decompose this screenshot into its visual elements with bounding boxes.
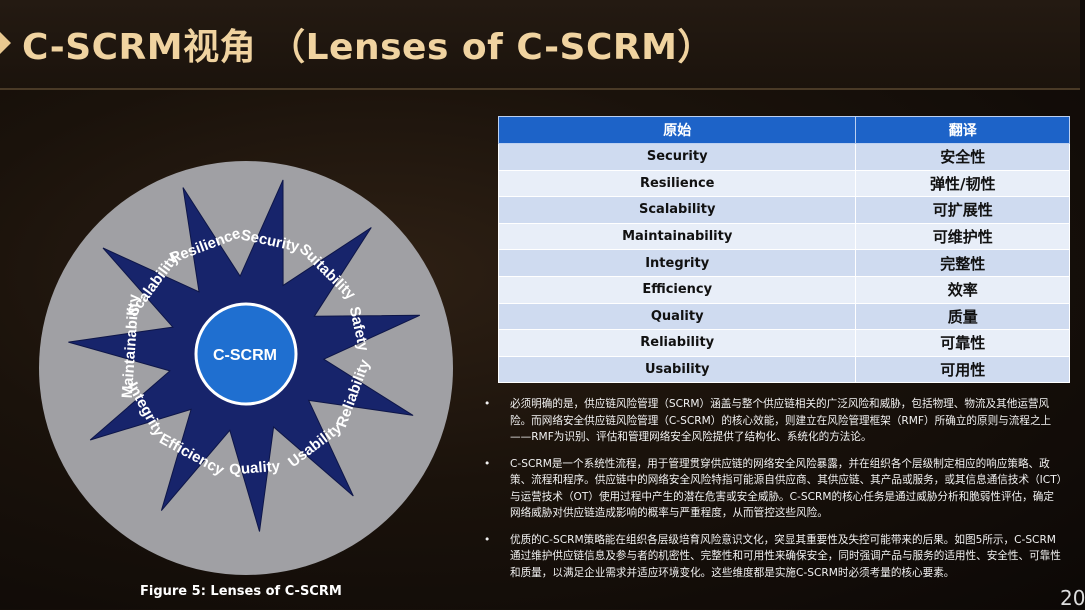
bullet-dot-icon: • xyxy=(484,457,491,470)
cell-original: Integrity xyxy=(497,249,857,277)
bullet-dot-icon: • xyxy=(484,398,491,410)
bullet-item: • 优质的C-SCRM策略能在组织各层级培育风险意识文化，突显其重要性及失控可能… xyxy=(482,532,1064,582)
bullet-text: C-SCRM是一个系统性流程，用于管理贯穿供应链的网络安全风险暴露，并在组织各个… xyxy=(510,457,1062,520)
page-number: 20 xyxy=(1060,586,1085,610)
page-title: C-SCRM视角 （Lenses of C-SCRM） xyxy=(22,27,714,68)
lens-label: Quality xyxy=(229,458,282,479)
cell-translation: 安全性 xyxy=(855,143,1070,171)
bullet-list: • 必须明确的是，供应链风险管理（SCRM）涵盖与整个供应链相关的广泛风险和威胁… xyxy=(482,396,1064,591)
title-divider xyxy=(0,88,1080,90)
cell-original: Resilience xyxy=(497,169,857,198)
cell-original: Maintainability xyxy=(497,222,857,251)
cell-translation: 完整性 xyxy=(855,249,1070,277)
cell-translation: 质量 xyxy=(855,302,1070,331)
center-label: C-SCRM xyxy=(213,347,277,364)
cell-original: Usability xyxy=(497,355,857,384)
header-original: 原始 xyxy=(497,116,857,144)
bullet-dot-icon: • xyxy=(484,533,491,546)
title-arrow-icon xyxy=(0,32,11,54)
cell-original: Efficiency xyxy=(497,275,857,304)
cell-original: Scalability xyxy=(497,196,857,224)
cell-original: Security xyxy=(497,143,857,171)
title-bar xyxy=(0,0,1080,88)
bullet-text: 优质的C-SCRM策略能在组织各层级培育风险意识文化，突显其重要性及失控可能带来… xyxy=(510,533,1061,579)
cell-original: Quality xyxy=(497,302,857,331)
bullet-item: • C-SCRM是一个系统性流程，用于管理贯穿供应链的网络安全风险暴露，并在组织… xyxy=(482,456,1064,522)
center-circle xyxy=(194,302,298,406)
cell-translation: 可用性 xyxy=(855,355,1070,384)
cell-translation: 效率 xyxy=(855,275,1070,304)
figure-caption: Figure 5: Lenses of C-SCRM xyxy=(140,584,342,599)
cell-translation: 可扩展性 xyxy=(855,196,1070,224)
bullet-item: • 必须明确的是，供应链风险管理（SCRM）涵盖与整个供应链相关的广泛风险和威胁… xyxy=(482,396,1064,446)
header-translation: 翻译 xyxy=(855,116,1070,144)
cell-translation: 可维护性 xyxy=(855,222,1070,251)
bullet-text: 必须明确的是，供应链风险管理（SCRM）涵盖与整个供应链相关的广泛风险和威胁，包… xyxy=(510,398,1052,443)
table-header-row: 原始 翻译 xyxy=(497,116,1070,144)
lens-label: Maintainability xyxy=(119,293,143,399)
cell-translation: 弹性/韧性 xyxy=(855,169,1070,198)
cell-translation: 可靠性 xyxy=(855,329,1070,357)
lenses-diagram: SecuritySuitabilitySafetyReliabilityUsab… xyxy=(39,161,453,575)
cell-original: Reliability xyxy=(497,329,857,357)
